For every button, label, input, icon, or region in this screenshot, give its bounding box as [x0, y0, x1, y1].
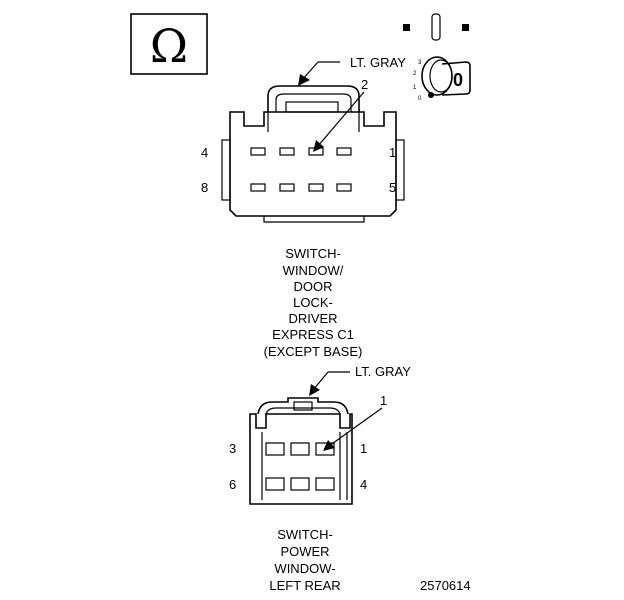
- c1-callout-number: 2: [361, 77, 368, 92]
- c1-caption-line: DOOR: [294, 279, 333, 294]
- rear-pin-label-4: 4: [360, 477, 367, 492]
- ohm-glyph: Ω: [150, 19, 188, 73]
- c1-cavity-6: [308, 183, 324, 192]
- rear-caption-line: POWER: [280, 544, 329, 559]
- rear-caption-line: SWITCH-: [277, 527, 333, 542]
- rear-cavity-5: [290, 477, 310, 491]
- rear-caption-line: WINDOW-: [274, 561, 335, 576]
- c1-pin-label-5: 5: [389, 180, 396, 195]
- rear-cavity-2: [290, 442, 310, 456]
- c1-pin-label-8: 8: [201, 180, 208, 195]
- c1-caption-line: SWITCH-: [285, 246, 341, 261]
- c1-cavity-8: [250, 183, 266, 192]
- key-position-label: 0: [453, 70, 463, 90]
- rear-pin-callout-arrow: [323, 407, 383, 451]
- c1-pin-label-4: 4: [201, 145, 208, 160]
- rear-color-callout-arrow: [309, 371, 350, 396]
- rear-cavity-3: [265, 442, 285, 456]
- rear-pin-label-3: 3: [229, 441, 236, 456]
- c1-cavity-5: [336, 183, 352, 192]
- c1-caption-line: EXPRESS C1: [272, 327, 354, 342]
- key-scale-1: 1: [413, 85, 417, 91]
- c1-pin-callout-arrow: [313, 91, 365, 152]
- key-scale-2: 2: [413, 71, 417, 77]
- rear-caption-line: LEFT REAR: [269, 578, 340, 593]
- ignition-key-icon: 0 3 2 1 0: [403, 13, 471, 102]
- c1-caption-line: LOCK-: [293, 295, 333, 310]
- rear-color-label: LT. GRAY: [355, 364, 411, 379]
- c1-cavity-1: [336, 147, 352, 156]
- ohm-symbol-icon: Ω: [130, 13, 208, 75]
- connector-c1: [221, 61, 405, 223]
- c1-color-label: LT. GRAY: [350, 55, 406, 70]
- connector-left-rear: [249, 371, 383, 505]
- rear-callout-number: 1: [380, 393, 387, 408]
- c1-cavity-3: [279, 147, 295, 156]
- rear-cavity-1: [315, 442, 335, 456]
- figure-id: 2570614: [420, 578, 471, 593]
- rear-pin-label-1: 1: [360, 441, 367, 456]
- c1-caption-line: (EXCEPT BASE): [264, 344, 363, 359]
- key-scale-3: 3: [418, 60, 422, 66]
- c1-caption-line: DRIVER: [288, 311, 337, 326]
- key-scale-0: 0: [418, 96, 422, 102]
- rear-cavity-6: [265, 477, 285, 491]
- c1-color-callout-arrow: [298, 61, 340, 86]
- rear-cavity-4: [315, 477, 335, 491]
- c1-pin-label-1: 1: [389, 145, 396, 160]
- c1-caption: SWITCH- WINDOW/ DOOR LOCK- DRIVER EXPRES…: [264, 246, 363, 359]
- rear-pin-label-6: 6: [229, 477, 236, 492]
- c1-cavity-4: [250, 147, 266, 156]
- c1-cavity-7: [279, 183, 295, 192]
- c1-caption-line: WINDOW/: [283, 263, 344, 278]
- rear-caption: SWITCH- POWER WINDOW- LEFT REAR: [269, 527, 340, 593]
